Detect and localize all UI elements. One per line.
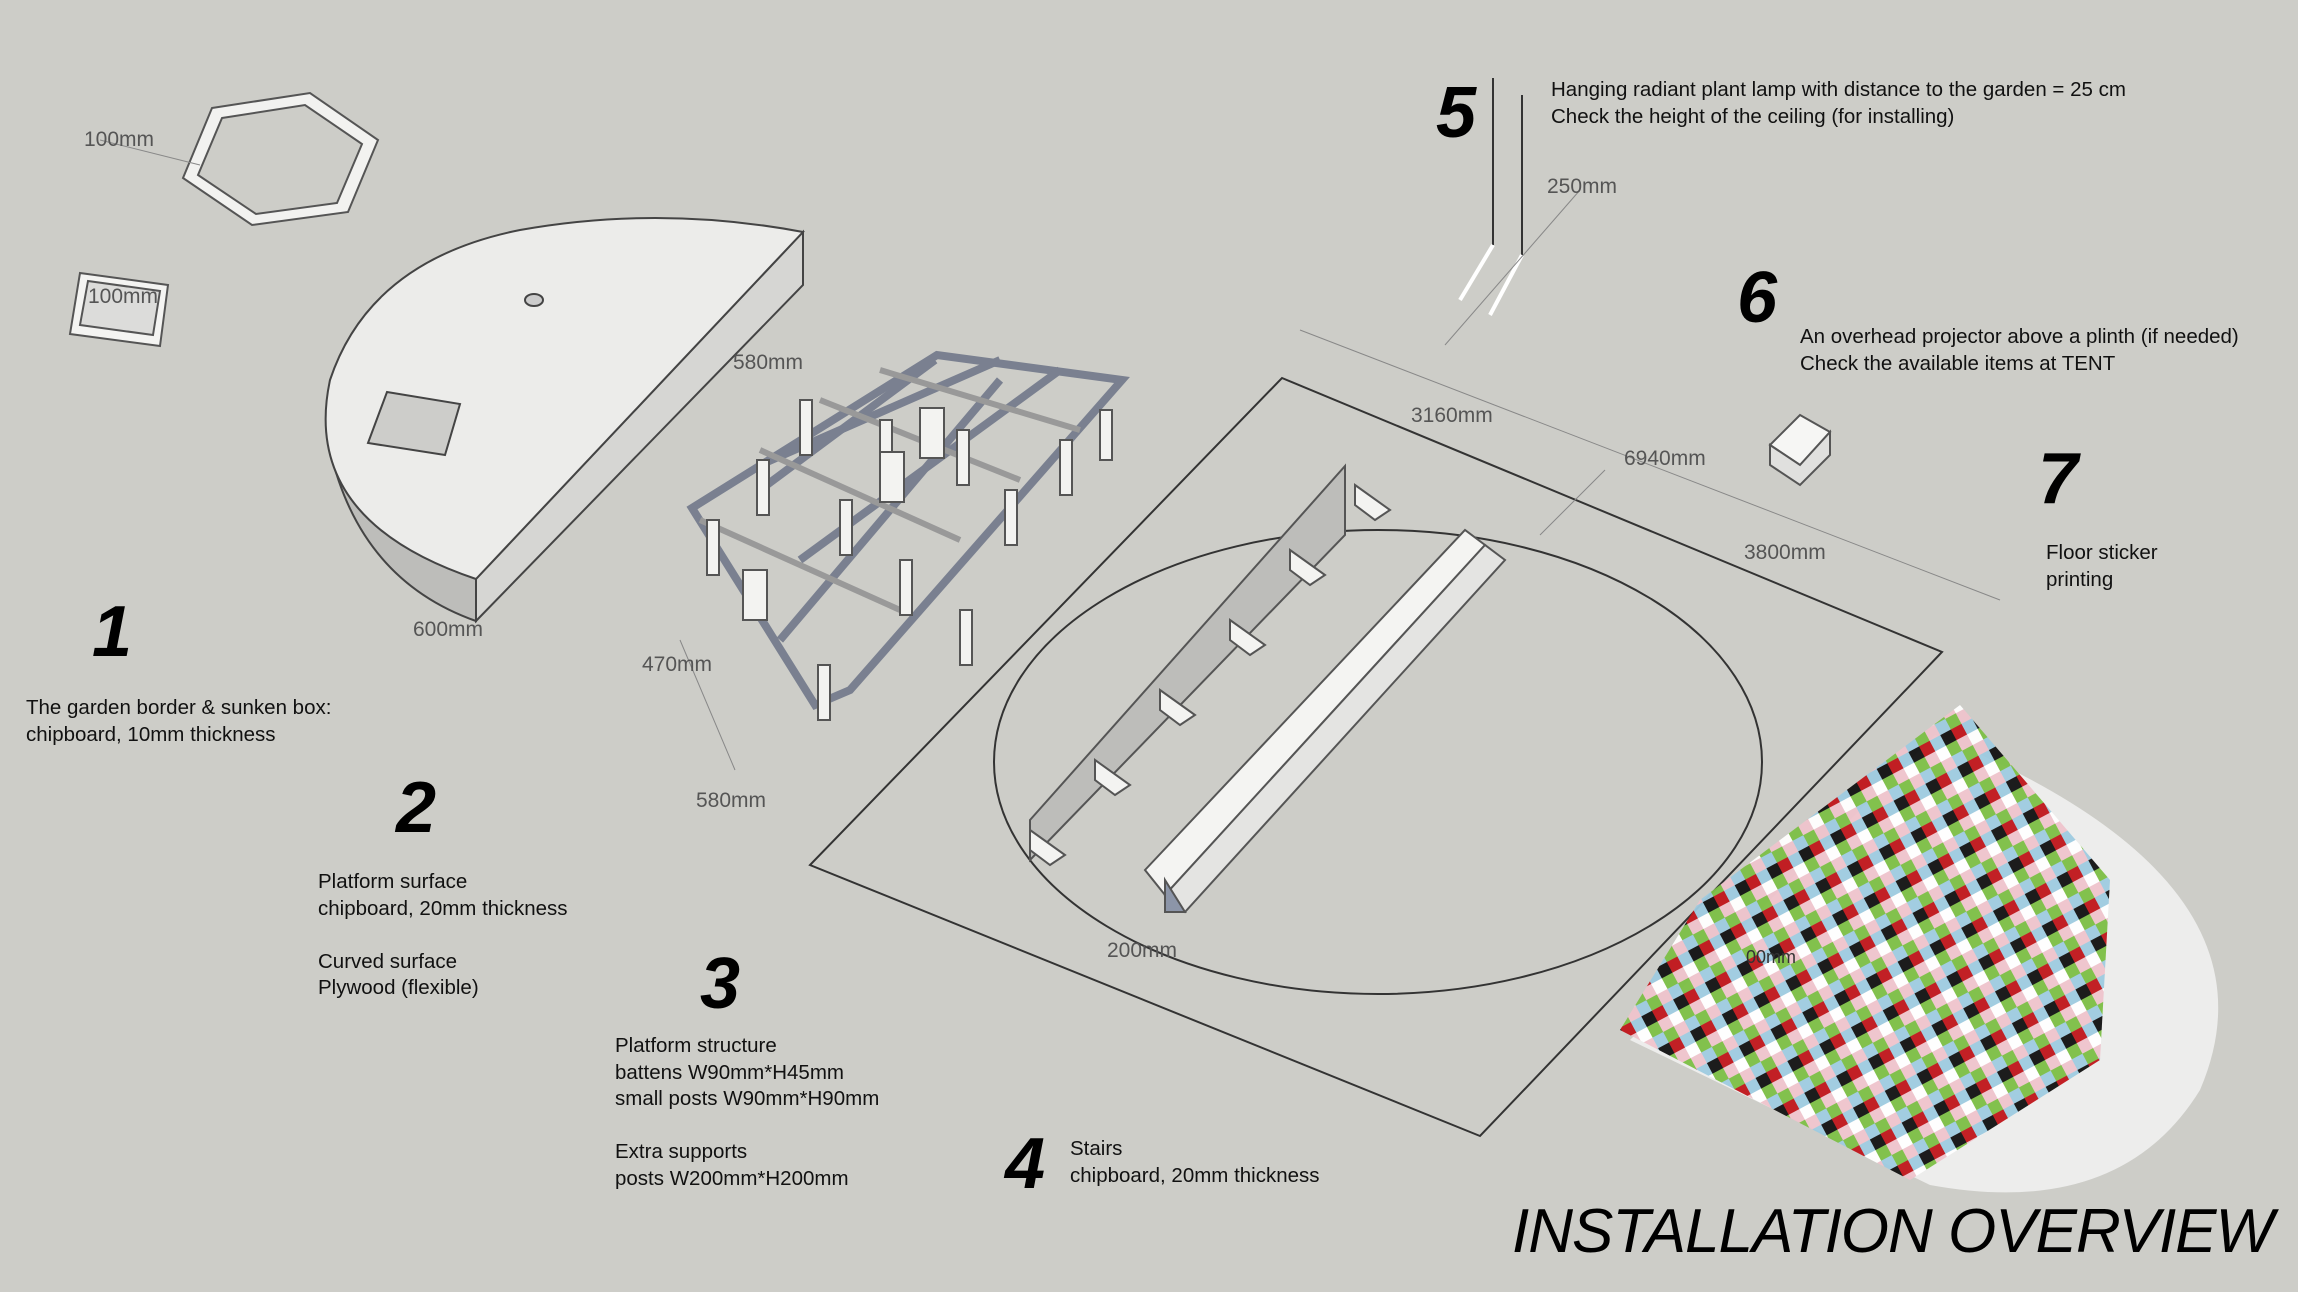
item-note-3: Platform structure battens W90mm*H45mm s… xyxy=(615,1033,879,1192)
item-number-5: 5 xyxy=(1436,73,1477,153)
dim-frame-side: 470mm xyxy=(642,653,713,676)
stairs xyxy=(1029,463,1507,914)
floor-sticker xyxy=(1620,705,2219,1193)
note-line: chipboard, 20mm thickness xyxy=(318,896,568,920)
note-line: chipboard, 20mm thickness xyxy=(1070,1163,1320,1187)
item-note-1: The garden border & sunken box: chipboar… xyxy=(26,695,331,748)
hexagon-border xyxy=(181,91,380,227)
note-line: Extra supports xyxy=(615,1140,748,1163)
plant-lamp xyxy=(1444,78,1581,346)
dim-sticker: 00mm xyxy=(1746,947,1797,967)
note-line: Check the available items at TENT xyxy=(1800,351,2116,375)
item-number-7: 7 xyxy=(2038,439,2079,519)
note-line: small posts W90mm*H90mm xyxy=(615,1087,880,1110)
item-note-2: Platform surface chipboard, 20mm thickne… xyxy=(318,869,568,1002)
sunken-box xyxy=(68,271,170,348)
dim-floor-a: 3160mm xyxy=(1411,404,1493,427)
note-line: battens W90mm*H45mm xyxy=(615,1060,844,1084)
note-line: Hanging radiant plant lamp with distance… xyxy=(1551,78,2126,101)
page-title: INSTALLATION OVERVIEW xyxy=(1512,1197,2274,1266)
note-line: Curved surface xyxy=(318,949,458,973)
item-number-4: 4 xyxy=(1005,1124,1046,1204)
item-number-6: 6 xyxy=(1737,258,1778,338)
dim-floor-b: 3800mm xyxy=(1744,541,1826,564)
dim-floor-total: 6940mm xyxy=(1624,447,1706,470)
plinth xyxy=(1768,413,1832,487)
note-line: Check the height of the ceiling (for ins… xyxy=(1551,104,1955,128)
dim-frame-bottom: 580mm xyxy=(696,789,767,812)
note-line: Floor sticker xyxy=(2046,541,2158,564)
note-line: The garden border & sunken box: xyxy=(26,696,332,719)
note-line: posts W200mm*H200mm xyxy=(615,1166,849,1190)
note-line: chipboard, 10mm thickness xyxy=(26,722,276,746)
floor-plan xyxy=(808,329,2001,1138)
note-line: Plywood (flexible) xyxy=(318,976,479,999)
item-note-7: Floor sticker printing xyxy=(2046,540,2158,593)
platform-frame xyxy=(686,350,1130,721)
note-line: Platform structure xyxy=(615,1034,777,1057)
dim-frame-top: 580mm xyxy=(733,351,804,374)
item-note-5: Hanging radiant plant lamp with distance… xyxy=(1551,77,2126,130)
dim-stairs-width: 200mm xyxy=(1107,939,1178,962)
dim-garden-height: 600mm xyxy=(413,618,484,641)
dim-hexagon: 100mm xyxy=(84,128,155,151)
item-note-6: An overhead projector above a plinth (if… xyxy=(1800,324,2239,377)
dim-lamp: 250mm xyxy=(1547,175,1618,198)
garden-half-disc xyxy=(324,216,805,624)
item-number-1: 1 xyxy=(92,592,133,672)
note-line: Platform surface xyxy=(318,870,468,893)
note-line: printing xyxy=(2046,567,2114,591)
item-number-3: 3 xyxy=(700,944,741,1024)
note-line: An overhead projector above a plinth (if… xyxy=(1800,325,2239,348)
item-note-4: Stairs chipboard, 20mm thickness xyxy=(1070,1136,1320,1189)
dim-sunken-box: 100mm xyxy=(88,285,159,308)
note-line: Stairs xyxy=(1070,1137,1123,1160)
item-number-2: 2 xyxy=(396,768,437,848)
